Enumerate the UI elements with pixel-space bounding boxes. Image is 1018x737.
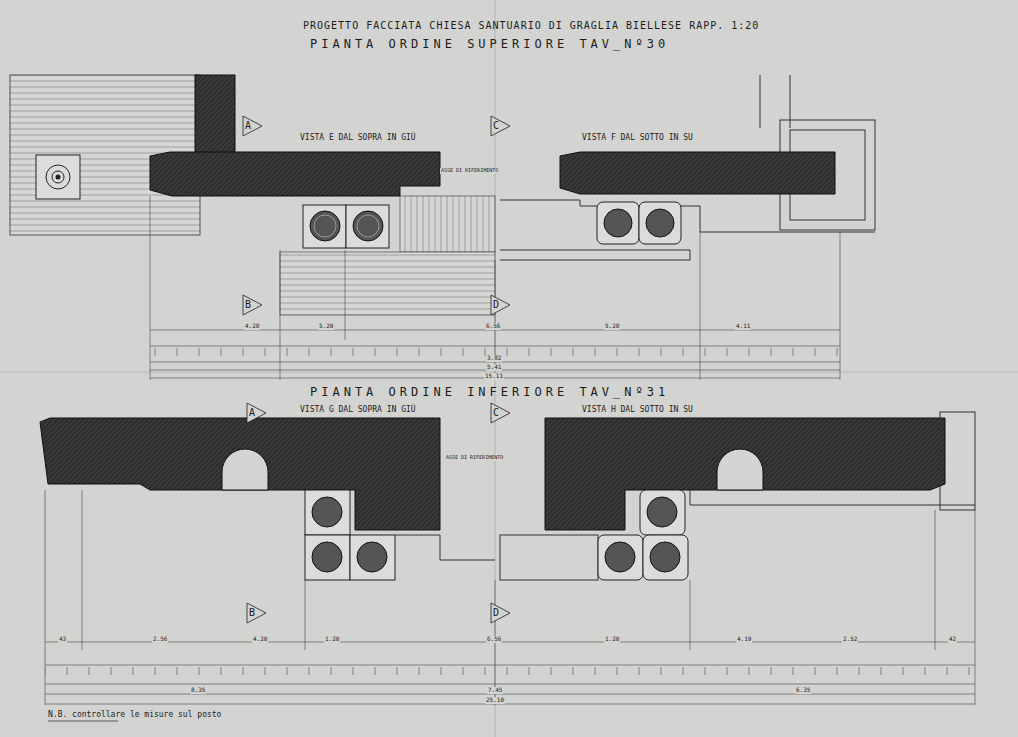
dimension: 1.20: [324, 636, 340, 643]
dimension: 3.82: [486, 355, 502, 362]
section-marker: D: [493, 607, 499, 618]
dimension: 4.20: [252, 636, 268, 643]
dimension: 5.41: [486, 364, 502, 371]
dimension: 6.56: [486, 636, 502, 643]
view-title: VISTA F DAL SOTTO IN SU: [582, 134, 693, 143]
section-marker: D: [493, 299, 499, 310]
dimension: 4.20: [244, 323, 260, 330]
dimension: 8.35: [190, 687, 206, 694]
section-marker: C: [493, 120, 499, 131]
section-marker: A: [245, 120, 251, 131]
dimension: 7.45: [487, 687, 503, 694]
dimension: 4.19: [736, 636, 752, 643]
view-title: VISTA G DAL SOPRA IN GIÙ: [300, 406, 416, 415]
axis-note: ASSE DI RIFERIMENTO: [445, 455, 504, 461]
dimension: 43: [58, 636, 67, 643]
dimension: 5.20: [604, 323, 620, 330]
section-marker: B: [249, 607, 255, 618]
section-marker: C: [493, 407, 499, 418]
drawing-title: PROGETTO FACCIATA CHIESA SANTUARIO DI GR…: [303, 20, 759, 31]
plan-title: PIANTA ORDINE SUPERIORE TAV_Nº30: [310, 38, 669, 51]
dimension: 6.56: [485, 323, 501, 330]
dimension: 25.10: [485, 697, 505, 704]
view-title: VISTA E DAL SOPRA IN GIÙ: [300, 134, 416, 143]
section-marker: B: [245, 299, 251, 310]
dimension: 5.20: [318, 323, 334, 330]
axis-note: ASSE DI RIFERIMENTO: [440, 168, 499, 174]
dimension: 1.20: [604, 636, 620, 643]
dimension: 15.11: [484, 373, 504, 380]
note: N.B. controllare le misure sul posto: [48, 711, 221, 720]
dimension: 2.56: [152, 636, 168, 643]
view-title: VISTA H DAL SOTTO IN SU: [582, 406, 693, 415]
plan-title: PIANTA ORDINE INFERIORE TAV_Nº31: [310, 386, 669, 399]
dimension: 4.11: [735, 323, 751, 330]
dimension: 6.35: [795, 687, 811, 694]
dimension: 42: [948, 636, 957, 643]
section-marker: A: [249, 407, 255, 418]
dimension: 2.52: [842, 636, 858, 643]
